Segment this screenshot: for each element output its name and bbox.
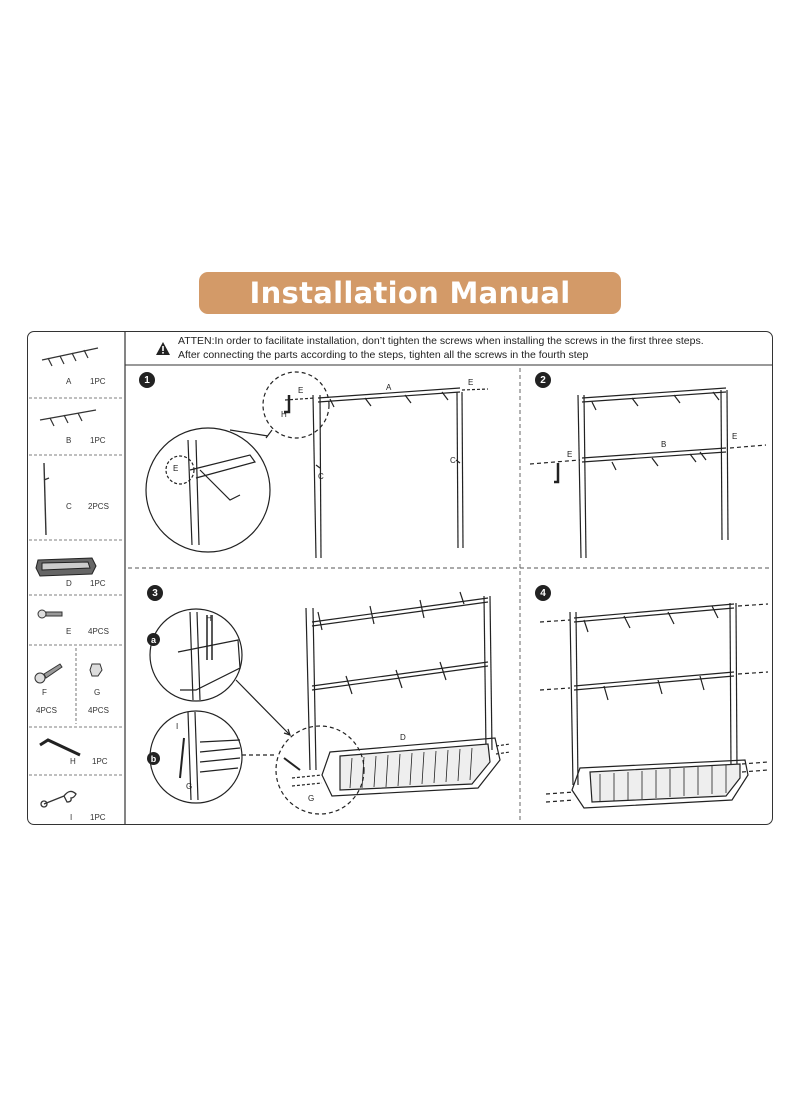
part-i-qty: 1PC: [90, 813, 106, 822]
part-f-drawing: [34, 663, 63, 684]
callout-e-1: E: [298, 386, 304, 395]
part-h-drawing: [39, 738, 81, 757]
part-i-drawing: [40, 790, 77, 808]
step-4-badge: 4: [535, 585, 551, 601]
attention-line-2: After connecting the parts according to …: [178, 349, 589, 361]
part-g-qty: 4PCS: [88, 706, 109, 715]
part-e-drawing: [37, 609, 63, 619]
callout-e-3: E: [567, 450, 573, 459]
part-c-letter: C: [66, 502, 72, 511]
callout-c-1: C: [318, 472, 324, 481]
part-h-qty: 1PC: [92, 757, 108, 766]
part-e-letter: E: [66, 627, 72, 636]
part-h-letter: H: [70, 757, 76, 766]
callout-g-3: G: [308, 794, 315, 803]
part-f-letter: F: [42, 688, 47, 697]
part-d-drawing: [35, 557, 97, 577]
step1-drawing: [145, 371, 489, 559]
attention-line-1: ATTEN:In order to facilitate installatio…: [178, 335, 704, 347]
part-f-qty: 4PCS: [36, 706, 57, 715]
part-i-letter: I: [70, 813, 73, 822]
part-d-qty: 1PC: [90, 579, 106, 588]
part-a-qty: 1PC: [90, 377, 106, 386]
substep-a-badge: a: [147, 633, 160, 646]
manual-frame: [27, 331, 773, 825]
part-b-drawing: [39, 409, 97, 427]
callout-a: A: [386, 383, 392, 392]
step-2-badge: 2: [535, 372, 551, 388]
warning-icon: [156, 342, 170, 355]
callout-h-3: H: [206, 614, 212, 623]
callout-b: B: [661, 440, 667, 449]
part-a-letter: A: [66, 377, 72, 386]
part-e-qty: 4PCS: [88, 627, 109, 636]
callout-c-2: C: [450, 456, 456, 465]
step-1-badge: 1: [139, 372, 155, 388]
callout-h-1: H: [281, 410, 287, 419]
callout-d: D: [400, 733, 406, 742]
step2-drawing: [529, 387, 767, 559]
step3-drawing: [149, 591, 511, 815]
part-a-drawing: [41, 347, 99, 367]
part-b-letter: B: [66, 436, 72, 445]
callout-e-2: E: [468, 378, 474, 387]
part-g-drawing: [89, 663, 103, 677]
part-d-letter: D: [66, 579, 72, 588]
callout-g-zoom: G: [186, 782, 193, 791]
step4-drawing: [539, 602, 769, 809]
part-c-drawing: [43, 462, 50, 536]
callout-e-zoom: E: [173, 464, 179, 473]
part-g-letter: G: [94, 688, 101, 697]
part-b-qty: 1PC: [90, 436, 106, 445]
step-3-badge: 3: [147, 585, 163, 601]
callout-i: I: [176, 722, 179, 731]
page-title: Installation Manual: [249, 276, 571, 310]
substep-b-badge: b: [147, 752, 160, 765]
part-c-qty: 2PCS: [88, 502, 109, 511]
callout-e-4: E: [732, 432, 738, 441]
title-banner: Installation Manual: [199, 272, 621, 314]
